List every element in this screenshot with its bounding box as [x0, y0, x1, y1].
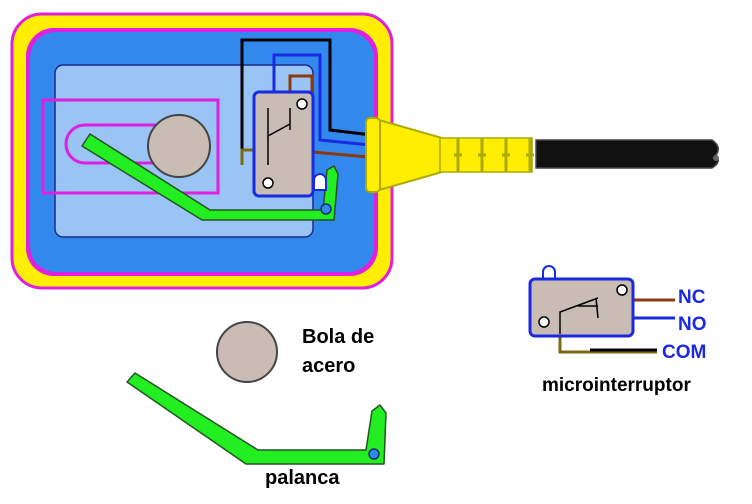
housing-lever — [81, 133, 339, 221]
pivot-slot — [64, 123, 170, 165]
switch-label: microinterruptor — [542, 375, 691, 396]
ball-label-line1: Bola de — [302, 326, 374, 348]
switch-body — [528, 277, 635, 338]
housing-microswitch — [252, 90, 327, 198]
lever-pin — [368, 448, 380, 460]
lever-icon — [126, 372, 387, 465]
cable-grooves — [454, 138, 534, 172]
switch-wire-com — [558, 335, 657, 354]
cable-end — [713, 155, 719, 161]
plug-collar — [365, 117, 381, 193]
ball-label-line2: acero — [302, 355, 355, 377]
housing-switch-button — [313, 173, 327, 191]
lever-label: palanca — [265, 467, 340, 489]
plug-strain-relief — [371, 116, 443, 194]
housing-switch-hole-top — [296, 98, 308, 110]
housing-steel-ball — [147, 114, 211, 178]
ball-chamber — [41, 98, 220, 195]
housing-switch-contact — [267, 108, 291, 165]
wire-black — [240, 38, 381, 165]
switch-contact — [559, 297, 599, 334]
housing-wires — [240, 38, 381, 165]
nc-label: NC — [678, 287, 706, 308]
steel-ball-icon — [216, 321, 278, 383]
no-label: NO — [678, 314, 707, 335]
switch-button — [542, 265, 556, 281]
housing-switch-hole-bottom — [262, 177, 274, 189]
switch-hole-right — [616, 284, 628, 296]
power-cable-icon — [365, 116, 719, 194]
wire-brown — [288, 74, 381, 160]
wire-blue — [272, 53, 381, 148]
com-label: COM — [662, 342, 706, 363]
switch-hole-left — [538, 316, 550, 328]
housing-lever-pin — [320, 203, 332, 215]
cable — [535, 139, 719, 169]
microswitch-icon — [528, 265, 675, 354]
